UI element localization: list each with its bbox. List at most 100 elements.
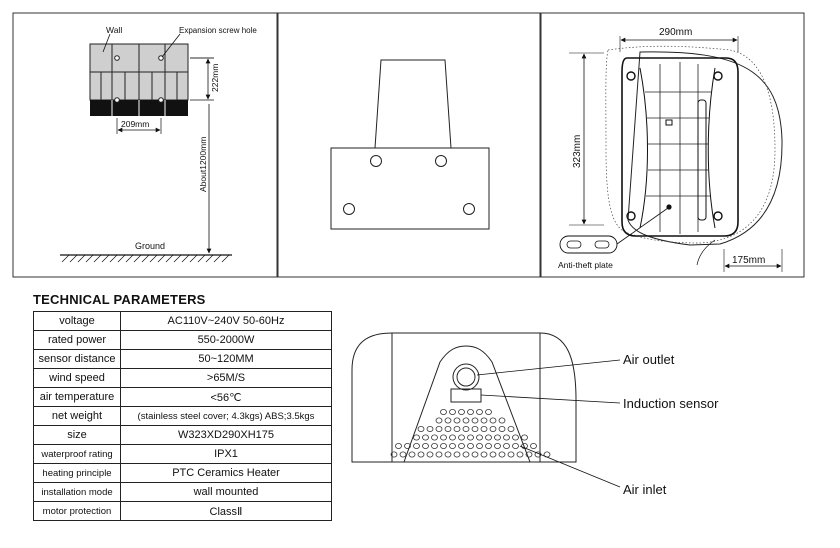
dryer-body-outline — [627, 51, 783, 246]
vent-hole — [467, 408, 474, 415]
induction-sensor-window — [450, 388, 482, 403]
vent-hole — [507, 425, 515, 432]
vent-hole — [440, 408, 447, 415]
param-name: air temperature — [33, 387, 121, 407]
table-title: TECHNICAL PARAMETERS — [33, 292, 206, 307]
vent-hole — [458, 442, 465, 449]
vent-hole — [453, 417, 461, 424]
param-value: 550-2000W — [120, 330, 332, 350]
vent-hole — [449, 442, 456, 449]
param-value: W323XD290XH175 — [120, 425, 332, 445]
param-value: >65M/S — [120, 368, 332, 388]
panel-frame-middle — [277, 12, 541, 278]
vent-hole — [444, 417, 452, 424]
vent-hole — [390, 451, 398, 458]
param-name: rated power — [33, 330, 121, 350]
vent-hole — [530, 442, 537, 449]
front-view-diagram: Air outlet Induction sensor Air inlet — [351, 332, 719, 497]
back-frame — [621, 57, 739, 237]
vent-hole — [489, 425, 497, 432]
vent-hole — [485, 434, 492, 441]
vent-hole — [489, 451, 497, 458]
screw-hole — [158, 97, 164, 103]
dim-width: 290mm — [659, 27, 692, 38]
front-panel — [403, 345, 531, 463]
wall-mounting-diagram: Wall Expansion screw hole 222mm 209mm Ab… — [60, 25, 257, 263]
vent-hole — [521, 434, 528, 441]
vent-hole — [516, 451, 524, 458]
panel-frame-left — [12, 12, 278, 278]
panel-frame-right — [540, 12, 805, 278]
vent-hole — [435, 451, 443, 458]
vent-hole — [498, 451, 506, 458]
param-value: PTC Ceramics Heater — [120, 463, 332, 483]
label-screw-hole: Expansion screw hole — [179, 26, 257, 35]
vent-hole — [480, 451, 488, 458]
vent-hole — [494, 442, 501, 449]
dim-height: About1200mm — [198, 137, 208, 192]
param-value: <56℃ — [120, 387, 332, 407]
plate-hole — [463, 203, 475, 215]
dim-222: 222mm — [210, 64, 220, 92]
plate-hole — [343, 203, 355, 215]
param-value: IPX1 — [120, 444, 332, 464]
vent-hole — [435, 425, 443, 432]
vent-hole — [480, 417, 488, 424]
vent-hole — [507, 451, 515, 458]
vent-hole — [485, 442, 492, 449]
param-value: (stainless steel cover; 4.3kgs) ABS;3.5k… — [120, 406, 332, 426]
vent-hole — [462, 451, 470, 458]
vent-hole — [521, 442, 528, 449]
param-name: motor protection — [33, 501, 121, 521]
vent-hole — [467, 434, 474, 441]
vent-hole — [471, 417, 479, 424]
vent-hole — [498, 425, 506, 432]
vent-hole — [408, 451, 416, 458]
air-outlet-ring — [452, 363, 480, 391]
vent-hole — [449, 434, 456, 441]
dim-height-323: 323mm — [572, 135, 583, 168]
vent-hole — [485, 408, 492, 415]
vent-hole — [471, 451, 479, 458]
param-name: installation mode — [33, 482, 121, 502]
vent-hole — [462, 425, 470, 432]
vent-hole — [489, 417, 497, 424]
dryer-side-profile — [374, 59, 452, 149]
vent-hole — [395, 442, 402, 449]
air-inlet-vents — [390, 408, 551, 458]
mounting-plate — [330, 147, 490, 230]
param-value: AC110V~240V 50-60Hz — [120, 311, 332, 331]
vent-hole — [444, 451, 452, 458]
vent-hole — [498, 417, 506, 424]
dimension-diagram: 290mm 323mm — [558, 27, 783, 272]
table-row: net weight(stainless steel cover; 4.3kgs… — [33, 406, 332, 426]
vent-hole — [458, 408, 465, 415]
label-air-inlet: Air inlet — [623, 482, 667, 497]
anti-theft-plate — [559, 235, 618, 254]
vent-hole — [440, 442, 447, 449]
vent-hole — [512, 442, 519, 449]
vent-hole — [440, 434, 447, 441]
param-name: size — [33, 425, 121, 445]
param-value: ClassⅡ — [120, 501, 332, 521]
label-air-outlet: Air outlet — [623, 352, 675, 367]
param-name: wind speed — [33, 368, 121, 388]
vent-hole — [525, 451, 533, 458]
frame-grid — [645, 62, 712, 234]
ground-hatch — [61, 254, 230, 263]
vent-hole — [512, 434, 519, 441]
vent-hole — [399, 451, 407, 458]
table-row: air temperature<56℃ — [33, 387, 332, 407]
dryer-front-outline — [351, 332, 577, 463]
param-name: net weight — [33, 406, 121, 426]
vent-hole — [503, 434, 510, 441]
screw-hole — [114, 55, 120, 61]
vent-hole — [426, 451, 434, 458]
label-anti-theft: Anti-theft plate — [558, 260, 613, 270]
